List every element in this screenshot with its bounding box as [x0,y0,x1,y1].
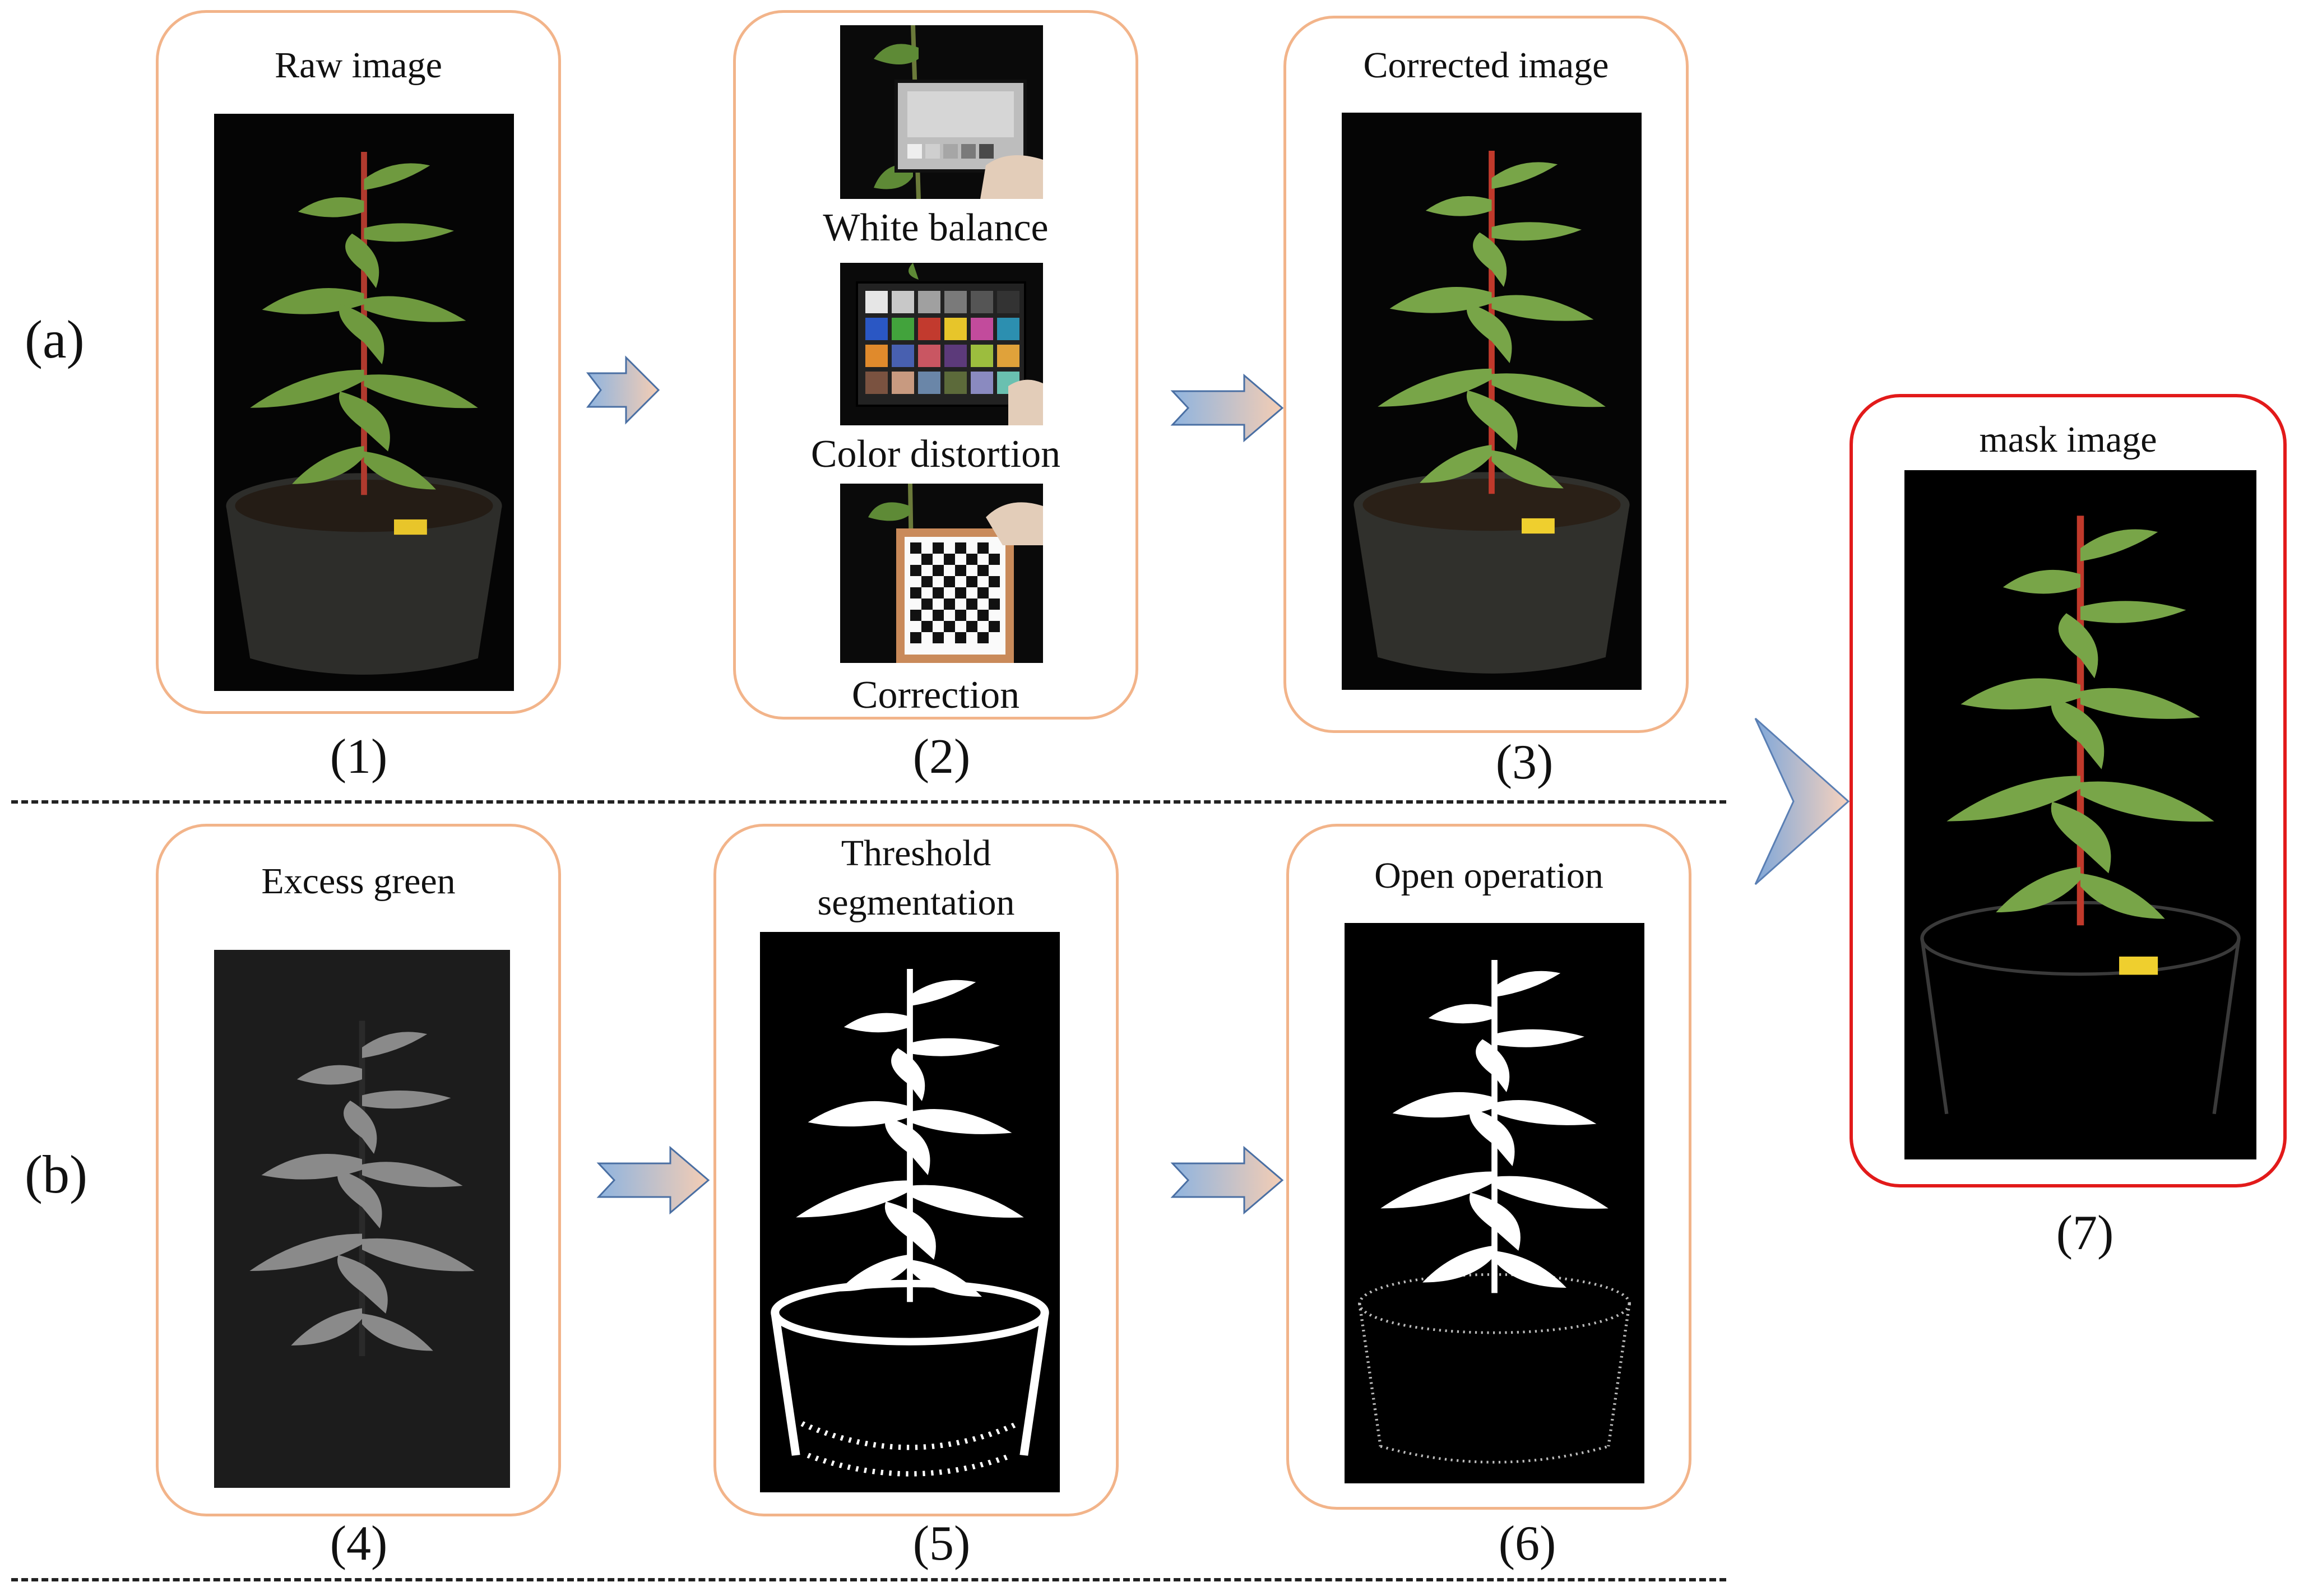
caption-correction: Correction [851,674,1020,717]
corrected-plant-photo [1342,113,1642,690]
panel-number-3: (3) [1495,735,1554,790]
raw-plant-photo [214,114,514,691]
open-operation-image [1345,923,1644,1483]
caption-white-balance: White balance [823,206,1049,249]
panel-number-5: (5) [912,1516,971,1571]
panel-number-7: (7) [2056,1206,2114,1260]
excess-green-image [214,950,510,1488]
caption-color-distortion: Color distortion [810,433,1061,476]
panel-number-6: (6) [1498,1516,1556,1571]
separator-bottom [11,1578,1726,1581]
row-label-b: (b) [25,1144,87,1204]
panel-title: Open operation [1374,855,1603,896]
threshold-image [760,932,1060,1492]
panel-title-line2: segmentation [817,882,1015,923]
panel-number-1: (1) [330,730,388,784]
panel-number-4: (4) [330,1516,388,1571]
panel-title: Raw image [275,45,442,86]
chevron-right-icon [1754,717,1850,885]
arrow-right-icon [1170,1145,1284,1215]
panel-excess-green: Excess green [156,824,561,1516]
color-checker-photo [840,263,1043,425]
mask-plant-image [1904,470,2256,1159]
panel-open-operation: Open operation [1286,824,1691,1510]
panel-title: Excess green [261,861,456,902]
white-balance-photo [840,25,1043,199]
panel-number-2: (2) [912,730,971,784]
panel-calibration: White balance [733,10,1138,720]
arrow-right-icon [1170,373,1284,443]
panel-mask-image: mask image [1850,394,2287,1187]
panel-title: Corrected image [1363,45,1609,86]
row-label-a: (a) [25,309,85,369]
panel-corrected-image: Corrected image [1283,16,1689,733]
panel-title: mask image [1979,419,2157,460]
arrow-right-icon [586,355,660,425]
separator-top [11,800,1726,804]
panel-raw-image: Raw image [156,10,561,714]
checkerboard-photo [840,484,1043,663]
panel-title-line1: Threshold [841,833,991,874]
panel-threshold-segmentation: Threshold segmentation [713,824,1119,1516]
arrow-right-icon [596,1145,710,1215]
